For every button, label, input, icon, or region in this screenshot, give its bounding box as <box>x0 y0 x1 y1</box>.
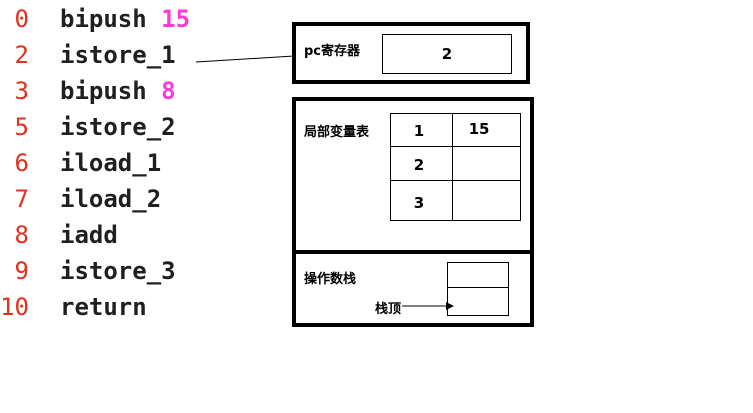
code-line: 9 istore_3 <box>0 257 240 293</box>
code-line: 0 bipush 15 <box>0 5 240 41</box>
operand-stack-title: 操作数栈 <box>304 272 357 287</box>
code-line: 7 iload_2 <box>0 185 240 221</box>
opcode: return <box>60 293 147 321</box>
operand-stack-cells <box>447 262 509 316</box>
instruction: istore_2 <box>60 113 176 141</box>
instruction: iadd <box>60 221 118 249</box>
instruction: istore_3 <box>60 257 176 285</box>
code-line: 6 iload_1 <box>0 149 240 185</box>
operand: 8 <box>161 77 176 105</box>
instruction: iload_1 <box>60 149 161 177</box>
line-number: 2 <box>14 41 29 69</box>
code-line: 5 istore_2 <box>0 113 240 149</box>
line-number: 5 <box>14 113 29 141</box>
line-number: 9 <box>14 257 29 285</box>
pc-register-value: 2 <box>441 45 453 63</box>
opcode: iload_2 <box>60 185 162 213</box>
instruction: bipush 8 <box>60 77 176 105</box>
opcode: bipush <box>60 5 147 33</box>
line-number: 0 <box>14 5 29 33</box>
operand: 15 <box>161 5 191 33</box>
pc-register-value-cell: 2 <box>382 34 512 74</box>
line-number: 7 <box>14 185 29 213</box>
grid-divider-horizontal <box>391 180 520 181</box>
instruction: bipush 15 <box>60 5 190 33</box>
opcode: istore_3 <box>60 257 176 285</box>
code-line: 8 iadd <box>0 221 240 257</box>
code-line: 2 istore_1 <box>0 41 240 77</box>
pc-register-box: pc寄存器 2 <box>292 22 530 84</box>
slot-index: 2 <box>413 156 425 174</box>
local-variable-table-box: 局部变量表 1 15 2 3 <box>292 97 534 260</box>
stack-top-label: 栈顶 <box>375 302 402 317</box>
instruction: istore_1 <box>60 41 176 69</box>
pc-register-title: pc寄存器 <box>304 44 361 59</box>
opcode: istore_1 <box>60 41 176 69</box>
grid-divider-horizontal <box>391 146 520 147</box>
opcode: istore_2 <box>60 113 176 141</box>
opcode: bipush <box>60 77 147 105</box>
slot-index: 1 <box>413 122 425 140</box>
opcode: iload_1 <box>60 149 162 177</box>
opcode: iadd <box>60 221 118 249</box>
instruction: iload_2 <box>60 185 161 213</box>
local-variable-table-title: 局部变量表 <box>304 125 370 140</box>
operand-stack-box: 操作数栈 栈顶 <box>292 250 534 327</box>
line-number: 3 <box>14 77 29 105</box>
line-number: 8 <box>14 221 29 249</box>
instruction: return <box>60 293 147 321</box>
line-number: 10 <box>0 293 29 321</box>
slot-value: 15 <box>468 120 490 138</box>
line-number: 6 <box>14 149 29 177</box>
local-variable-table-grid: 1 15 2 3 <box>390 113 521 221</box>
stack-top-arrow <box>402 302 454 310</box>
stack-cell-divider <box>448 287 508 288</box>
code-line: 10 return <box>0 293 240 329</box>
slot-index: 3 <box>413 194 425 212</box>
grid-divider-vertical <box>452 114 453 220</box>
code-line: 3 bipush 8 <box>0 77 240 113</box>
